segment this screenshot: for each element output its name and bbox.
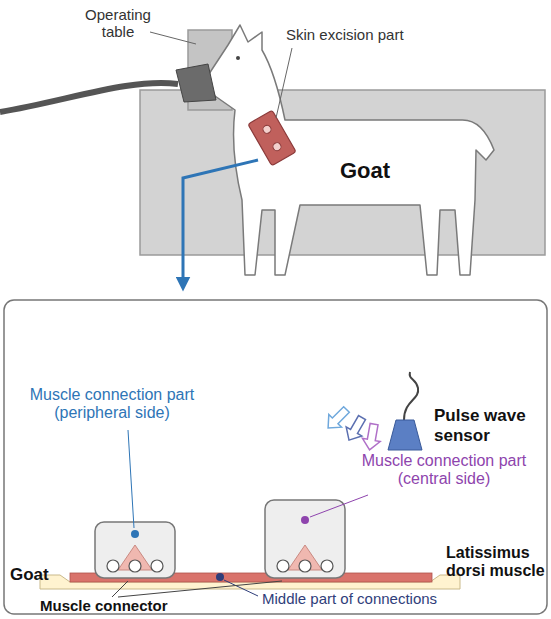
leader-line	[112, 581, 128, 597]
part-label: Pulse wave sensor	[434, 406, 534, 445]
goat-body	[205, 25, 494, 275]
leader-line	[118, 581, 282, 597]
leader-line	[276, 48, 292, 118]
muscle-connector	[95, 522, 175, 578]
anesthesia-hose	[0, 83, 178, 112]
skin-excision-patch	[248, 110, 296, 166]
part-label: Operating table	[78, 6, 158, 41]
part-label: Muscle connection part (peripheral side)	[12, 386, 212, 423]
leader-line	[150, 32, 196, 44]
part-label: Middle part of connections	[262, 590, 462, 607]
pulse-wave-sensor	[388, 420, 422, 450]
zoom-arrow	[183, 160, 258, 284]
part-label: Muscle connector	[40, 597, 210, 614]
sensor-cable	[404, 372, 418, 420]
leader-line	[128, 430, 134, 528]
part-label: Muscle connection part (central side)	[344, 452, 544, 489]
part-label: Skin excision part	[286, 26, 456, 43]
part-label: Latissimus dorsi muscle	[446, 544, 546, 581]
part-label: Goat	[340, 158, 420, 183]
goat-eye	[236, 56, 240, 60]
detail-panel	[4, 300, 547, 614]
signal-arrows	[322, 403, 383, 451]
anesthesia-mask	[176, 64, 216, 102]
leader-line	[310, 495, 368, 517]
muscle-connector	[265, 500, 345, 578]
middle-part-dot	[216, 573, 224, 581]
part-label: Goat	[10, 565, 70, 585]
leader-line	[224, 580, 258, 596]
